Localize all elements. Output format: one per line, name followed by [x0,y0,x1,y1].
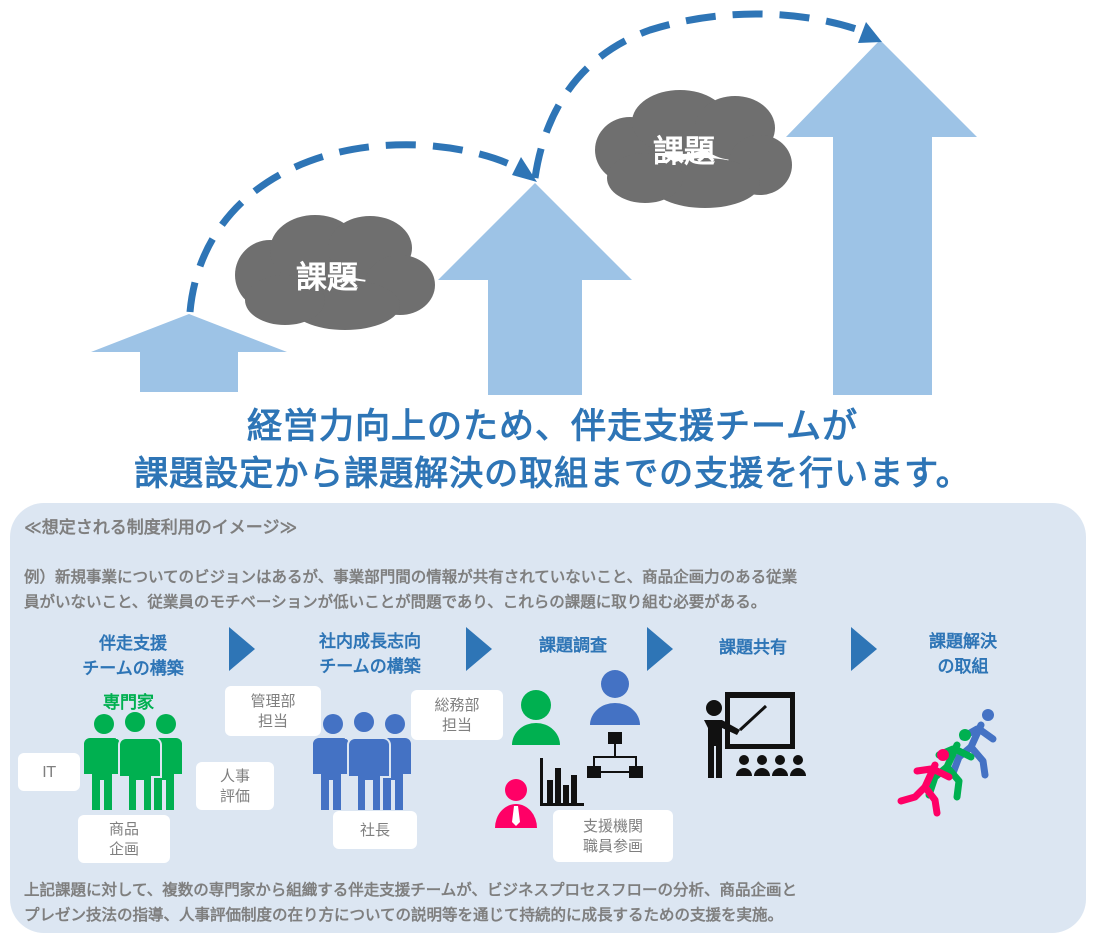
tag-it: IT [18,753,80,791]
medium-growth-arrow [438,183,632,395]
step-2-line-2: チームの構築 [319,657,421,677]
usage-image-panel [10,503,1086,933]
headline-line-1: 経営力向上のため、伴走支援チームが [247,407,858,447]
footer-text-line-2: プレゼン技法の指導、人事評価制度の在り方についての説明等を通じて持続的に成長する… [24,906,784,924]
tag-general-affairs-line-2: 担当 [441,716,472,734]
presentation-icon [704,692,806,778]
tag-hr-line-1: 人事 [219,767,250,785]
tag-hr: 人事 評価 [196,762,274,810]
step-3-label: 課題調査 [515,634,631,659]
step-3-line-1: 課題調査 [539,636,607,656]
challenge-cloud-1 [235,215,435,330]
dashed-jump-arrowhead-1 [512,157,537,182]
step-arrow-2 [466,627,492,671]
tag-president: 社長 [333,811,417,849]
tag-product-line-2: 企画 [108,840,139,858]
small-growth-arrow [91,314,287,392]
dashed-jump-line-2 [531,10,867,179]
tag-general-affairs: 総務部 担当 [411,690,503,740]
step-arrow-1 [229,627,255,671]
tag-management-line-2: 担当 [257,712,288,730]
tag-hr-line-2: 評価 [219,787,250,805]
survey-analysis-icon [495,670,643,828]
step-2-line-1: 社内成長志向 [319,632,421,652]
large-growth-arrow [786,40,977,395]
running-team-icon [897,709,997,817]
tag-support-agency-line-2: 職員参画 [582,837,643,855]
tag-management: 管理部 担当 [225,686,321,736]
blue-user-icon [590,670,640,725]
step-5-label: 課題解決 の取組 [905,630,1021,680]
tag-support-agency-line-1: 支援機関 [582,817,643,835]
headline-line-2: 課題設定から課題解決の取組までの支援を行います。 [134,454,971,494]
challenge-cloud-2 [595,90,792,208]
tag-support-agency: 支援機関 職員参画 [553,810,673,862]
org-chart-icon [587,732,643,778]
step-1-label: 伴走支援 チームの構築 [68,632,198,682]
bar-chart-icon [540,758,584,806]
experts-label: 専門家 [103,693,154,713]
experts-group-icon [82,710,182,812]
step-1-line-2: チームの構築 [82,659,184,679]
staff-group-icon [311,710,411,812]
tag-product-line-1: 商品 [108,820,139,838]
step-5-line-2: の取組 [937,657,989,677]
step-1-line-1: 伴走支援 [99,634,167,654]
tag-product: 商品 企画 [78,815,170,863]
growth-illustration: 課題 課題 [91,10,977,395]
step-arrow-3 [647,627,673,671]
example-text-line-2: 員がいないこと、従業員のモチベーションが低いことが問題であり、これらの課題に取り… [24,593,767,611]
step-5-line-1: 課題解決 [929,632,997,652]
dashed-jump-line-1 [186,141,527,313]
step-4-label: 課題共有 [695,636,811,661]
pink-runner-icon [897,749,953,817]
dashed-jump-arrowhead-2 [858,22,882,43]
panel-title: ≪想定される制度利用のイメージ≫ [24,518,298,538]
footer-text-line-1: 上記課題に対して、複数の専門家から組織する伴走支援チームが、ビジネスプロセスフロ… [24,881,797,899]
example-text-line-1: 例）新規事業についてのビジョンはあるが、事業部門間の情報が共有されていないこと、… [24,568,798,586]
cloud-label-1: 課題 [296,260,358,296]
step-2-label: 社内成長志向 チームの構築 [295,630,445,680]
step-arrow-4 [851,627,877,671]
tag-management-line-1: 管理部 [250,692,296,710]
blue-runner-icon [949,709,997,779]
cloud-label-2: 課題 [653,134,715,170]
support-staff-icon [495,779,537,828]
green-user-icon [512,690,560,745]
tag-general-affairs-line-1: 総務部 [434,696,480,714]
step-4-line-1: 課題共有 [719,638,787,658]
